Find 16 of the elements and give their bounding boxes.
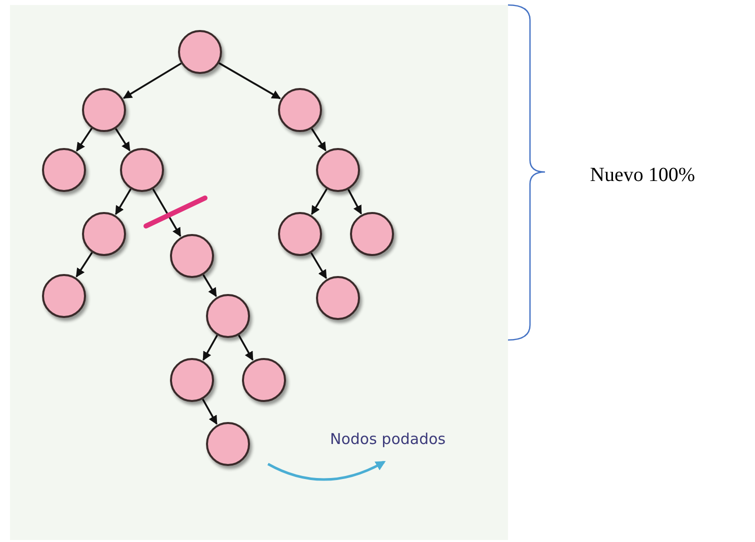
- arrow: [311, 128, 326, 152]
- arrow: [238, 334, 254, 361]
- arrow: [348, 189, 362, 214]
- annotation-text: Nodos podados: [330, 429, 446, 450]
- arrow: [202, 398, 218, 425]
- arrow: [114, 188, 132, 215]
- arrow: [122, 62, 182, 99]
- arrow: [76, 252, 93, 278]
- arrow: [115, 128, 130, 152]
- arrow: [218, 62, 281, 100]
- arrow: [310, 252, 328, 279]
- brace-label: Nuevo 100%: [590, 163, 695, 188]
- arrow: [202, 334, 218, 361]
- arrow: [76, 128, 93, 152]
- arrow: [310, 188, 328, 215]
- arrow: [152, 188, 182, 237]
